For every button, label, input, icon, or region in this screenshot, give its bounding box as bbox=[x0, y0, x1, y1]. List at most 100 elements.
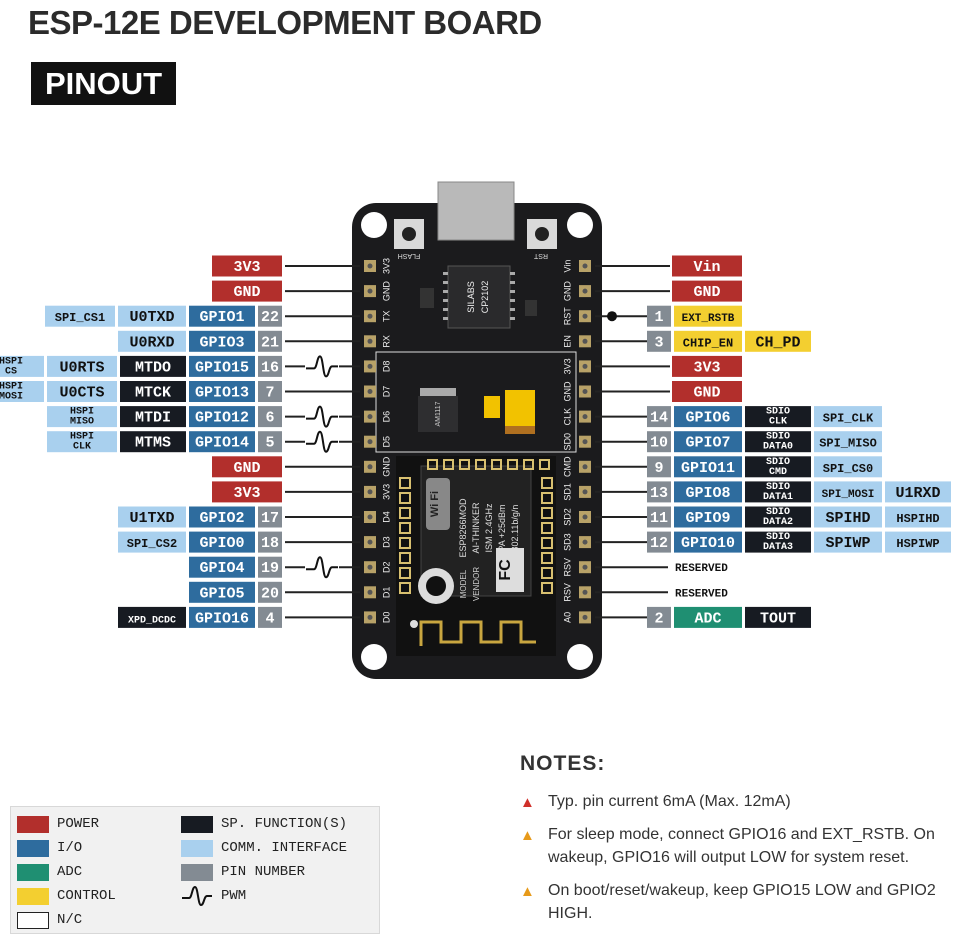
chip-pin bbox=[443, 299, 448, 302]
header-pin-hole bbox=[582, 414, 588, 420]
page-subtitle: PINOUT bbox=[31, 62, 176, 105]
rst-label: RST bbox=[533, 252, 548, 259]
pin-label-text: GND bbox=[233, 284, 260, 301]
header-pin-hole bbox=[367, 313, 373, 319]
legend-label: COMM. INTERFACE bbox=[221, 840, 348, 856]
pin-label-text: CHIP_EN bbox=[683, 336, 733, 350]
right-header-label: RSV bbox=[562, 583, 572, 602]
pin-label-box bbox=[118, 606, 186, 628]
pin-label-text: GPIO16 bbox=[195, 610, 249, 627]
mounting-hole bbox=[361, 644, 387, 670]
pin-label-text: 4 bbox=[265, 610, 274, 627]
left-header-label: TX bbox=[381, 310, 391, 322]
fc-badge bbox=[496, 548, 524, 592]
chip-pin bbox=[510, 299, 515, 302]
pin-label: SPI_CS0 bbox=[814, 456, 882, 478]
pin-label-text: CMD bbox=[769, 467, 787, 478]
pin-label-box bbox=[647, 456, 671, 478]
pin-label-text: GPIO13 bbox=[195, 385, 249, 402]
pin-label: 7 bbox=[258, 381, 282, 402]
pin-label-box bbox=[258, 506, 282, 528]
pin-label-text: 3V3 bbox=[233, 259, 260, 276]
pin-label-text: HSPI bbox=[70, 432, 94, 443]
pin-label-text: 13 bbox=[650, 485, 668, 502]
pin-label-text: HSPI bbox=[0, 382, 23, 393]
regulator-label: AM1117 bbox=[435, 401, 442, 426]
pin-label-text: SDIO bbox=[766, 532, 790, 543]
usb-connector bbox=[437, 181, 515, 241]
legend-label: SP. FUNCTION(S) bbox=[221, 816, 348, 832]
header-pin-hole bbox=[367, 589, 373, 595]
legend-item: PWM bbox=[181, 885, 246, 907]
pin-label-text: SDIO bbox=[766, 432, 790, 443]
pin-label-text: SDIO bbox=[766, 407, 790, 418]
small-component bbox=[525, 300, 537, 316]
pin-label-text: 10 bbox=[650, 435, 668, 452]
pin-label-box bbox=[674, 330, 742, 352]
pin-label-text: 2 bbox=[654, 610, 663, 627]
module-pad bbox=[399, 522, 411, 534]
pin-label-box bbox=[647, 481, 671, 503]
legend-swatch bbox=[17, 887, 49, 905]
pin-label: EXT_RSTB bbox=[674, 305, 742, 327]
pin-label-text: HSPI bbox=[0, 356, 23, 367]
pin-label-box bbox=[189, 506, 255, 528]
small-component bbox=[420, 288, 434, 308]
pin-label-text: MTMS bbox=[135, 435, 171, 452]
right-header-label: CLK bbox=[562, 408, 572, 426]
header-pin-hole bbox=[367, 614, 373, 620]
mounting-hole bbox=[567, 644, 593, 670]
left-header-label: GND bbox=[381, 281, 391, 302]
pin-label-text: 14 bbox=[650, 410, 668, 427]
pin-label: 13 bbox=[647, 481, 671, 503]
pin-label-text: U1TXD bbox=[129, 510, 174, 527]
rst-button-cap bbox=[535, 227, 549, 241]
module-pad bbox=[507, 459, 518, 470]
pin-label: U0CTS bbox=[47, 381, 117, 402]
pin-label-box bbox=[674, 481, 742, 503]
left-header-label: 3V3 bbox=[381, 258, 391, 274]
pin-label: GND bbox=[212, 456, 282, 478]
pin-label: GND bbox=[212, 280, 282, 302]
pin-label-box bbox=[47, 431, 117, 453]
pin-label-box bbox=[814, 481, 882, 503]
pin-label-text: U0RXD bbox=[129, 334, 174, 351]
pin-label: U1RXD bbox=[885, 481, 951, 503]
pin-label-text: GPIO14 bbox=[195, 435, 249, 452]
pin-label: GPIO16 bbox=[189, 606, 255, 628]
header-pin-hole bbox=[582, 564, 588, 570]
flash-button-cap bbox=[402, 227, 416, 241]
module-pad bbox=[541, 582, 553, 594]
pin-label-text: GND bbox=[693, 385, 720, 402]
pin-label-box bbox=[45, 305, 115, 327]
led bbox=[410, 620, 418, 628]
legend-swatch bbox=[181, 839, 213, 857]
left-header-label: D6 bbox=[381, 411, 391, 423]
pin-label-text: GPIO10 bbox=[681, 535, 735, 552]
pin-label-text: CS bbox=[5, 366, 17, 377]
pin-label: 11 bbox=[647, 506, 671, 528]
pin-label-box bbox=[189, 556, 255, 578]
header-pin-hole bbox=[582, 589, 588, 595]
pin-label: SPI_MISO bbox=[814, 431, 882, 453]
pin-label-text: CLK bbox=[73, 442, 91, 453]
module-pad bbox=[399, 552, 411, 564]
pin-label-text: CH_PD bbox=[755, 334, 800, 351]
pin-label: GPIO11 bbox=[674, 456, 742, 478]
mounting-hole bbox=[361, 212, 387, 238]
legend-label: POWER bbox=[57, 816, 100, 832]
pin-label: TOUT bbox=[745, 606, 811, 628]
pin-label-box bbox=[118, 330, 186, 352]
pin-label-box bbox=[47, 355, 117, 377]
chip-pin bbox=[510, 281, 515, 284]
warning-icon: ▲ bbox=[520, 827, 535, 844]
pin-label-text: GPIO12 bbox=[195, 410, 249, 427]
pin-label: GPIO1 bbox=[189, 305, 255, 327]
legend-label: I/O bbox=[57, 840, 83, 856]
pin-label: MTDI bbox=[120, 406, 186, 428]
header-pin-hole bbox=[367, 288, 373, 294]
legend-swatch bbox=[17, 815, 49, 833]
header-pin-hole bbox=[582, 464, 588, 470]
